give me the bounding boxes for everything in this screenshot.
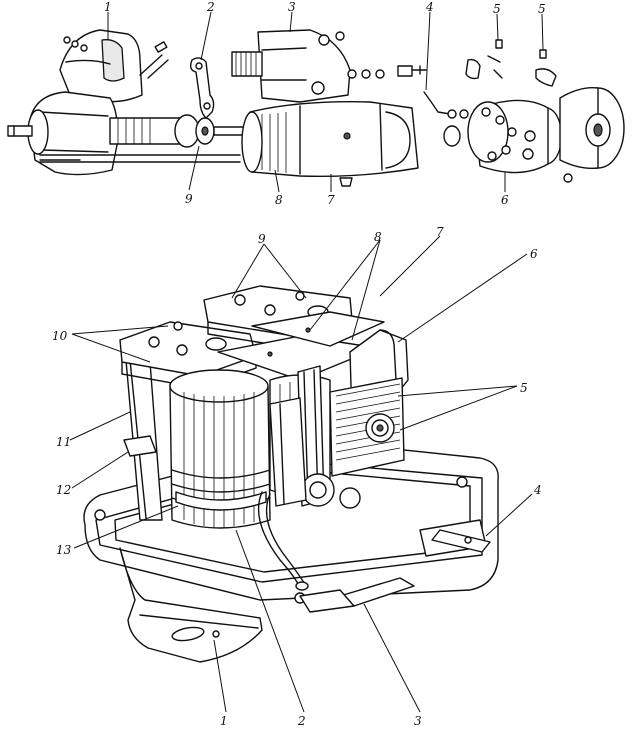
side-strap: [419, 519, 491, 557]
adjusting-screw: [301, 473, 361, 509]
contact-bracket: [269, 397, 307, 507]
flat-strap: [299, 577, 415, 613]
exploded-starter-view: 1 2 3 4 5 5 9 8 7 6: [7, 0, 625, 207]
top-callout-8: 8: [275, 193, 283, 207]
field-yoke: [241, 101, 419, 187]
top-callout-6: 6: [501, 193, 509, 207]
bottom-callout-8: 8: [374, 230, 382, 244]
coil-winding: [169, 369, 271, 529]
bottom-callout-11: 11: [56, 435, 71, 449]
top-callout-5b: 5: [538, 2, 546, 16]
contact-housing: [329, 377, 405, 477]
mounting-bracket: [119, 547, 263, 663]
top-leader-lines: [107, 11, 544, 193]
shift-fork-lever: [189, 57, 215, 119]
commutator-end-plate: [467, 99, 563, 174]
top-callout-3: 3: [288, 0, 296, 14]
top-callout-2: 2: [206, 0, 215, 14]
bottom-callout-13: 13: [56, 543, 72, 557]
relay-assembly-view: 9 8 7 6 10 5 11 12 4 13 1 2 3: [52, 225, 542, 728]
bottom-callout-5: 5: [520, 381, 528, 395]
bottom-callout-7: 7: [436, 225, 444, 239]
bottom-callout-4: 4: [533, 483, 542, 497]
bottom-callout-12: 12: [56, 483, 71, 497]
bottom-leader-lines: [69, 235, 533, 713]
brush-parts: [397, 39, 557, 147]
armature-plates: [217, 311, 385, 381]
top-callout-7: 7: [327, 193, 335, 207]
top-callout-9: 9: [185, 192, 193, 206]
bottom-callout-1: 1: [220, 714, 228, 728]
through-bolts: [39, 154, 241, 163]
armature-pinion-assembly: [109, 114, 245, 148]
wire-lead: [257, 491, 309, 591]
top-callout-1: 1: [104, 0, 112, 14]
top-callout-5a: 5: [493, 2, 501, 16]
bottom-callout-10: 10: [52, 329, 68, 343]
bottom-callout-6: 6: [530, 247, 538, 261]
solenoid-switch: [231, 29, 385, 103]
bottom-callout-3: 3: [414, 714, 422, 728]
drive-end-housing: [7, 29, 143, 176]
end-cap: [559, 87, 625, 183]
small-fasteners: [63, 36, 169, 79]
bottom-callout-9: 9: [258, 232, 266, 246]
bottom-callout-2: 2: [297, 714, 306, 728]
top-callout-4: 4: [425, 0, 434, 14]
